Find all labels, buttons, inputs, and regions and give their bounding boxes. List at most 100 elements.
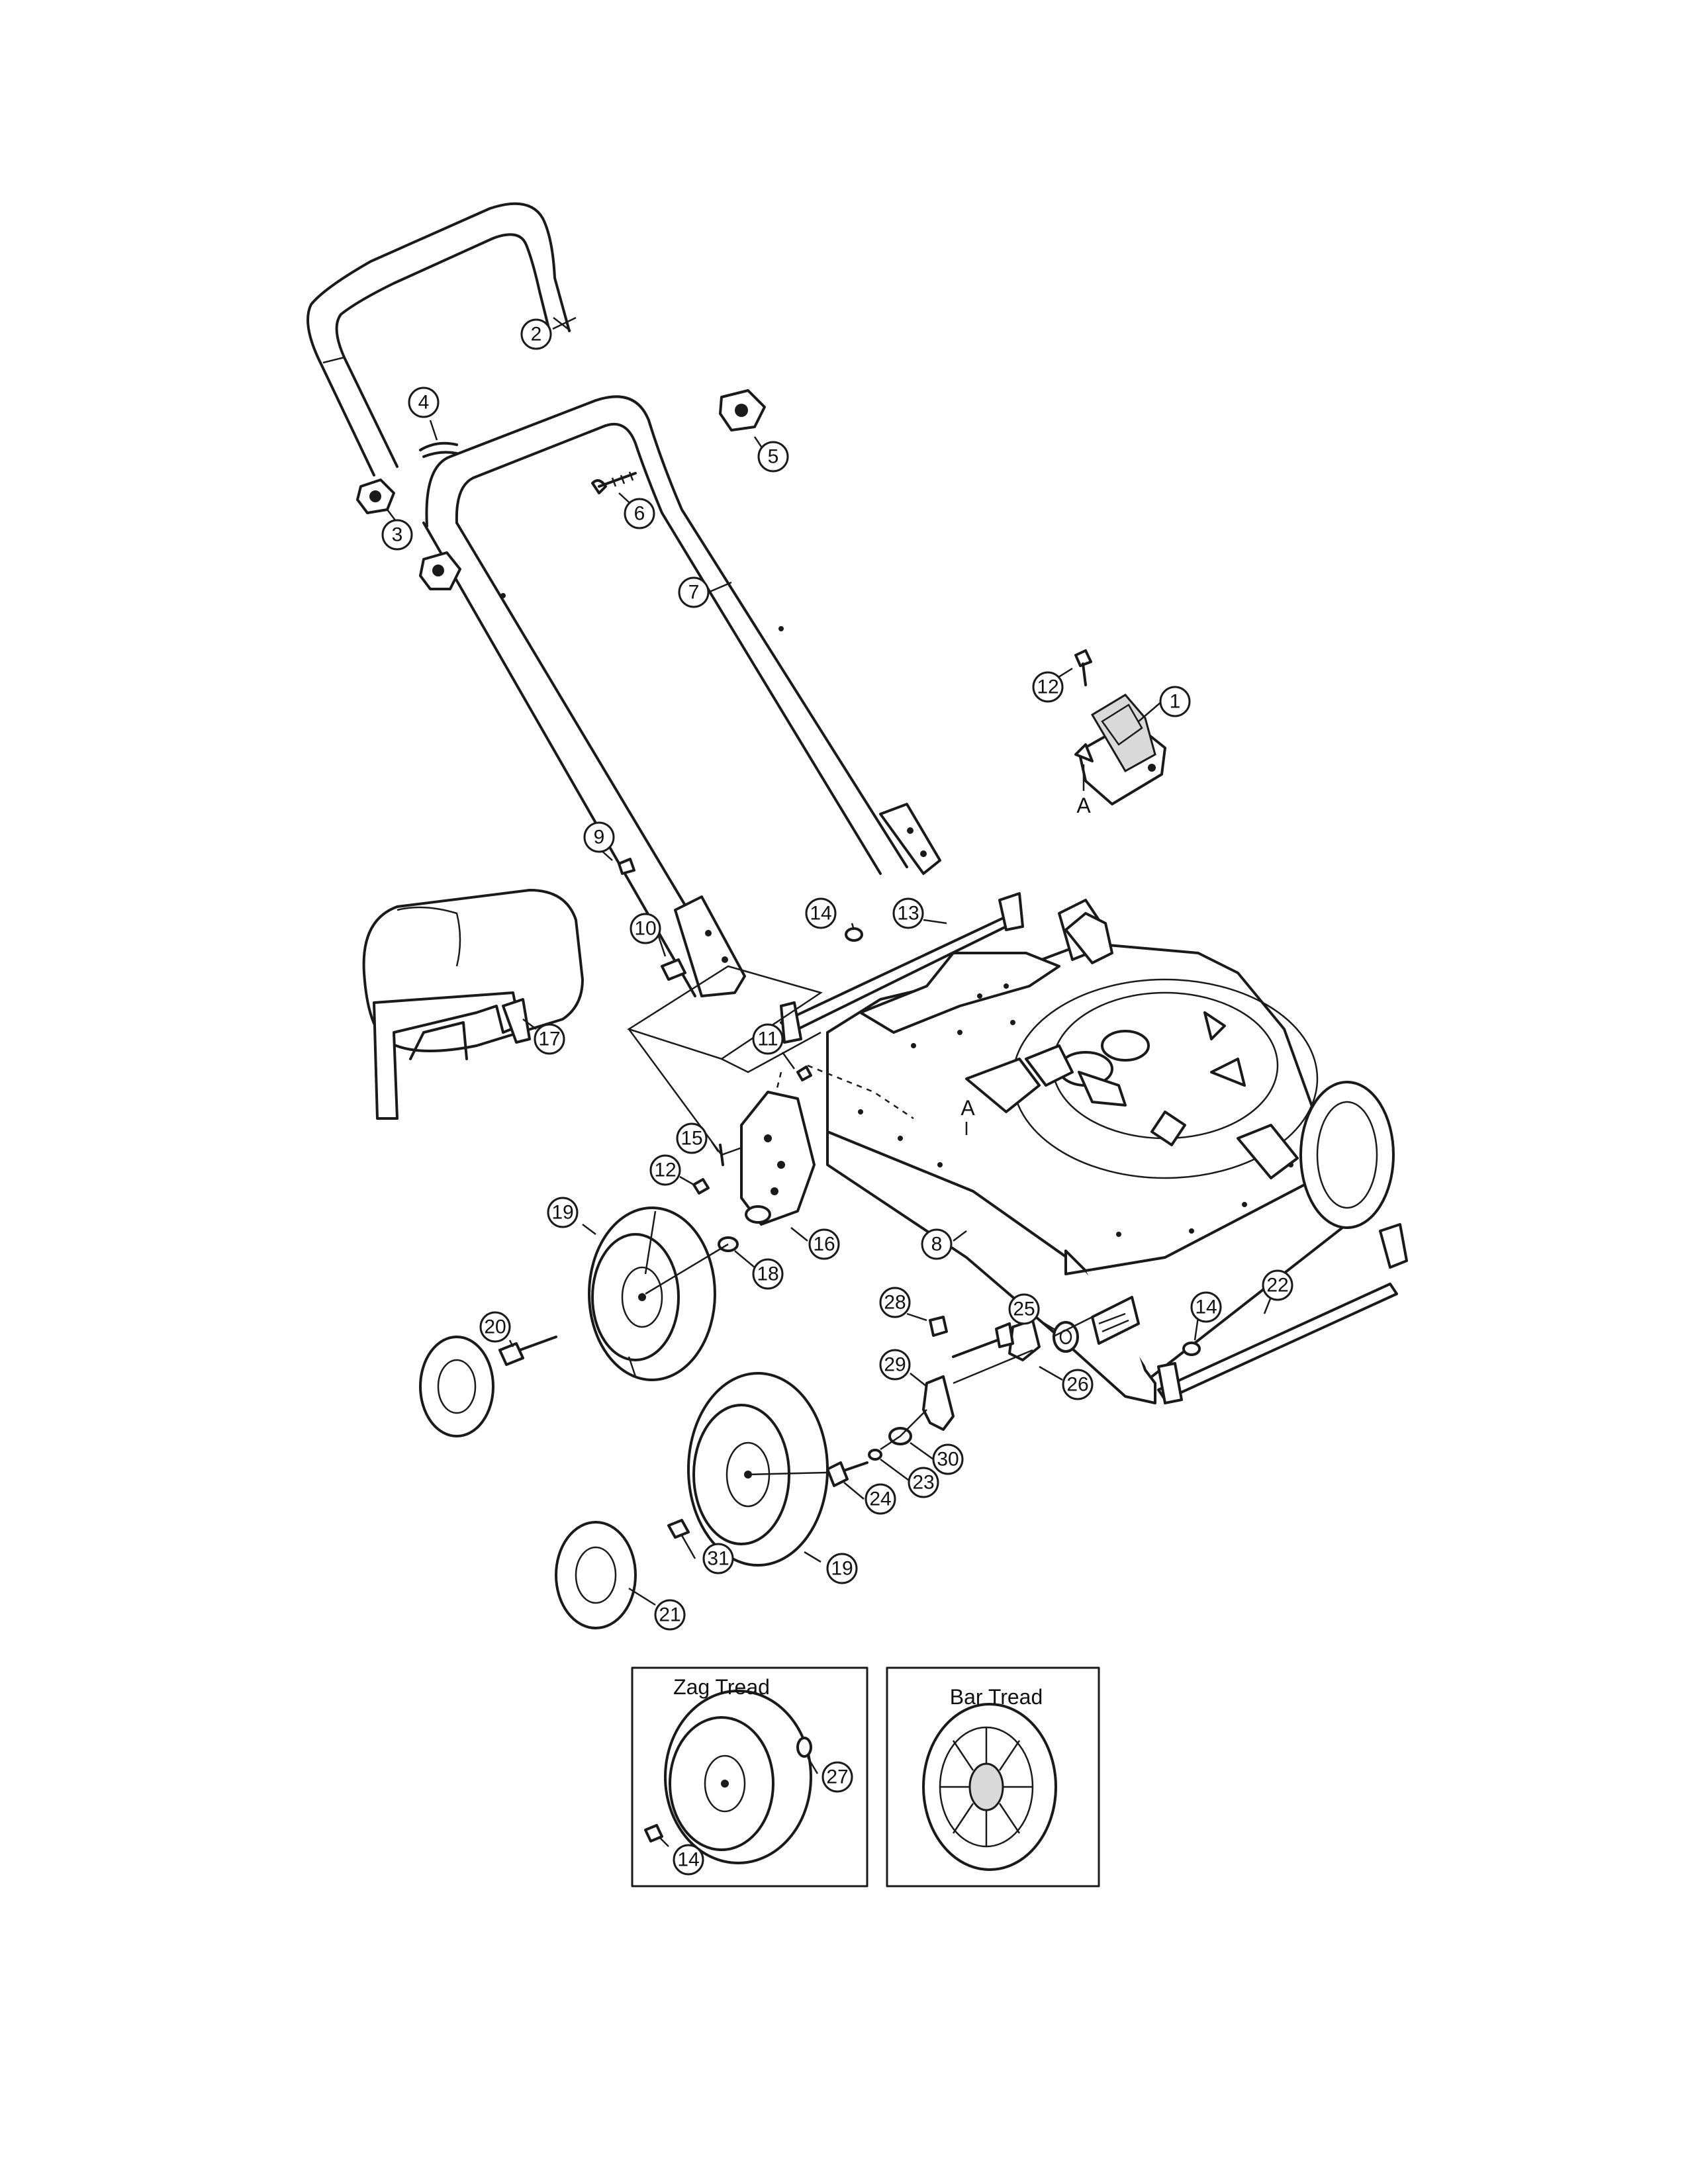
callout-31: 31 [702,1543,734,1574]
fastener-11 [796,1066,812,1081]
svg-text:27: 27 [826,1766,848,1788]
svg-text:9: 9 [594,827,605,848]
knob-right [719,389,766,432]
bar-tread-panel [886,1666,1100,1888]
svg-text:7: 7 [688,582,700,604]
svg-text:6: 6 [634,503,645,525]
svg-text:22: 22 [1266,1275,1288,1297]
nut-14-right [1182,1342,1201,1356]
svg-text:11: 11 [757,1028,778,1050]
hubcap-rear [419,1336,494,1437]
svg-text:2: 2 [531,324,542,345]
svg-text:14: 14 [1195,1297,1217,1318]
svg-text:30: 30 [937,1449,959,1471]
svg-text:20: 20 [484,1316,506,1338]
washer-23 [868,1449,882,1461]
callout-19-rear: 19 [547,1197,579,1228]
zag-tread-title: Zag Tread [673,1675,770,1699]
bolt-9 [618,858,635,875]
callout-2: 2 [520,318,552,350]
callout-22: 22 [1262,1269,1293,1301]
callout-27: 27 [821,1761,853,1793]
bar-tread-title: Bar Tread [950,1685,1043,1709]
callout-3: 3 [381,519,413,551]
callout-12-top: 12 [1032,671,1064,703]
carriage-bolt [591,471,637,494]
svg-text:4: 4 [418,392,430,414]
svg-text:23: 23 [912,1472,934,1494]
nut-10 [661,958,686,981]
callout-12-lower: 12 [649,1154,681,1186]
shoulder-bolt-24 [826,1461,868,1487]
svg-text:12: 12 [654,1160,676,1181]
svg-text:19: 19 [831,1558,853,1580]
axle-assembly-lines [645,1243,1093,1476]
pin-15 [719,1144,724,1166]
svg-text:24: 24 [869,1488,891,1510]
knob-left-lower [419,551,461,590]
fastener-12-lower [692,1178,710,1195]
svg-text:29: 29 [884,1354,906,1376]
svg-text:1: 1 [1170,691,1181,713]
callout-10: 10 [630,913,661,944]
svg-text:10: 10 [634,918,656,940]
callout-19-front: 19 [826,1553,858,1584]
svg-text:19: 19 [551,1202,573,1224]
callout-8: 8 [921,1228,953,1260]
callout-28: 28 [879,1287,911,1318]
svg-text:8: 8 [931,1234,943,1255]
callout-6: 6 [624,498,655,529]
height-adjust-bracket [740,1091,816,1226]
callout-15: 15 [676,1122,708,1154]
svg-text:25: 25 [1013,1298,1035,1320]
svg-text:5: 5 [768,446,779,468]
zag-tread-panel [631,1666,868,1888]
svg-text:18: 18 [757,1263,778,1285]
callout-11: 11 [752,1023,784,1055]
callout-13: 13 [892,897,924,929]
rear-hinge-bracket [1064,912,1113,964]
grass-catcher-bag [362,889,584,1120]
callout-1: 1 [1159,686,1191,717]
deflector-bracket-1 [1074,694,1166,805]
rear-axle-rod [780,892,1024,1044]
rear-wheel-left [588,1206,716,1381]
svg-text:14: 14 [677,1849,699,1871]
svg-text:31: 31 [707,1548,729,1570]
callout-5: 5 [757,441,789,473]
svg-text:28: 28 [884,1292,906,1314]
callout-14-right: 14 [1190,1291,1222,1323]
callout-26: 26 [1062,1369,1094,1400]
axle-plate-26 [952,1319,1041,1361]
spring-28 [929,1316,948,1337]
svg-text:21: 21 [659,1604,680,1626]
svg-text:12: 12 [1037,676,1058,698]
svg-text:16: 16 [813,1234,835,1255]
callout-21: 21 [654,1599,686,1631]
reference-a-deck: A [961,1096,975,1120]
height-lever-29 [922,1375,955,1431]
callout-9: 9 [583,821,615,853]
callout-16: 16 [808,1228,840,1260]
callout-17: 17 [534,1023,565,1055]
callout-7: 7 [678,576,710,608]
callout-23: 23 [908,1467,939,1498]
svg-text:17: 17 [538,1028,560,1050]
svg-text:14: 14 [810,903,831,925]
callout-30: 30 [932,1443,964,1475]
callout-14-panel: 14 [673,1844,704,1876]
callout-14-top: 14 [805,897,837,929]
front-axle-rod-22 [1157,1223,1408,1404]
rear-wheel-right [1299,1081,1395,1229]
axle-bolt-20 [498,1336,557,1366]
callout-18: 18 [752,1258,784,1290]
svg-text:15: 15 [680,1128,702,1150]
svg-text:3: 3 [392,524,403,546]
upper-handle [306,202,571,477]
callout-29: 29 [879,1349,911,1381]
callout-4: 4 [408,387,440,418]
callout-24: 24 [865,1483,896,1515]
nut-14-top [845,927,863,942]
svg-text:26: 26 [1066,1374,1088,1396]
